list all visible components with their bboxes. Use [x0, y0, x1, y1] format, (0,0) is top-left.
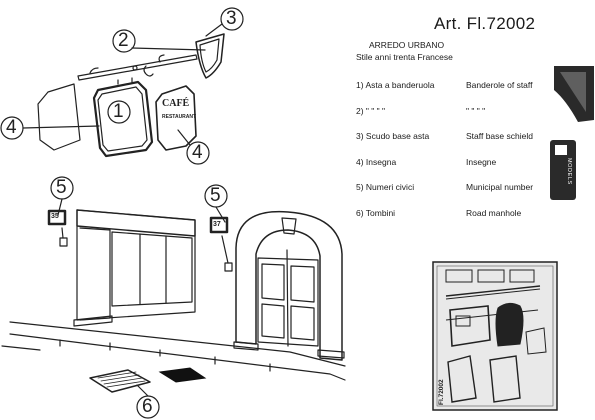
callout-5-right: 5 — [210, 185, 221, 206]
callout-1: 1 — [113, 101, 124, 122]
list-item: Road manhole — [466, 207, 522, 218]
callout-circle-2 — [112, 29, 136, 53]
callout-3: 3 — [226, 8, 237, 29]
product-subtitle: Stile anni trenta Francese — [356, 52, 453, 62]
house-number-left: 35 — [51, 213, 59, 220]
logo-models-text: MODELS — [566, 158, 572, 185]
callout-circle-3 — [220, 7, 244, 31]
article-number: Art. Fl.72002 — [434, 14, 536, 33]
callout-2: 2 — [118, 30, 129, 51]
house-number-right: 37 — [213, 221, 221, 228]
callout-circle-4-right — [186, 141, 210, 165]
list-item: " " " " — [466, 105, 486, 116]
list-item: Insegne — [466, 156, 497, 167]
cafe-sign-sublabel: RESTAURANT — [162, 114, 197, 120]
callout-circle-1 — [107, 100, 131, 124]
brand-logo — [550, 66, 594, 200]
list-item: 4) Insegna — [356, 156, 397, 167]
list-item: Banderole of staff — [466, 80, 533, 90]
list-item: Staff base schield — [466, 131, 533, 141]
photo-etched-fret — [432, 261, 558, 411]
callout-6: 6 — [142, 396, 153, 417]
callout-4-left: 4 — [6, 117, 17, 138]
list-item: 6) Tombini — [356, 207, 396, 218]
callout-4-right: 4 — [192, 142, 203, 163]
parts-list-italian: 1) Asta a banderuola 2) " " " " 3) Scudo… — [356, 80, 466, 233]
list-item: 3) Scudo base asta — [356, 131, 430, 141]
product-title: ARREDO URBANO — [369, 40, 445, 50]
list-item: 1) Asta a banderuola — [356, 80, 435, 90]
list-item: Municipal number — [466, 182, 534, 192]
list-item: 5) Numeri civici — [356, 182, 415, 192]
cafe-sign-label: CAFÉ — [162, 98, 190, 109]
parts-list-english: Banderole of staff " " " " Staff base sc… — [466, 80, 551, 233]
fret-code: Fl.72002 — [438, 379, 445, 405]
list-item: 2) " " " " — [356, 105, 386, 116]
callout-5-left: 5 — [56, 177, 67, 198]
